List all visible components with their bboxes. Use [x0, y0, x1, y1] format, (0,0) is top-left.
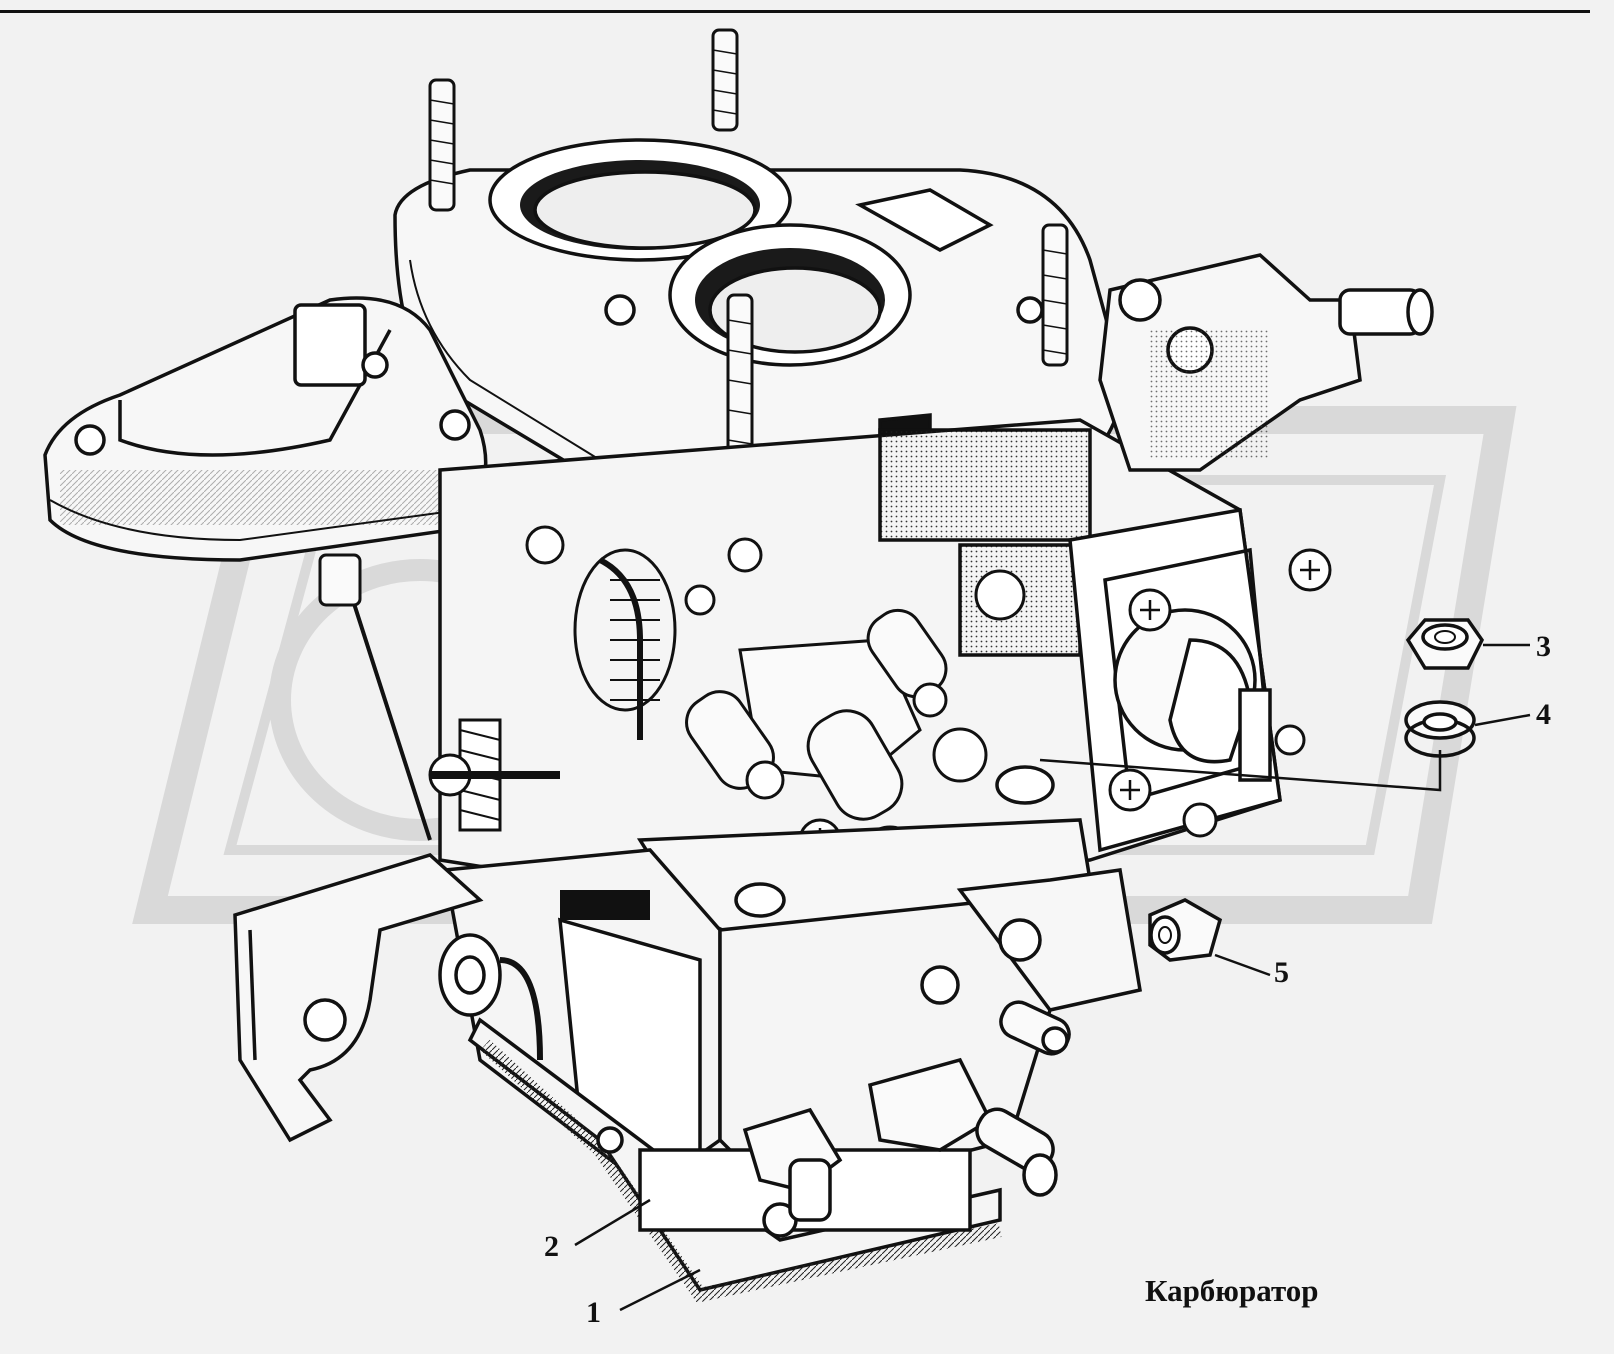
callout-3: 3	[1536, 630, 1551, 663]
throttle-lever	[233, 853, 484, 1143]
callout-1: 1	[586, 1296, 601, 1329]
leader-lines	[574, 643, 1531, 1312]
vacuum-fittings	[742, 868, 1142, 1222]
mounting-studs	[428, 28, 1069, 467]
top-rule	[0, 10, 1590, 13]
fuel-inlet	[1098, 253, 1434, 472]
callout-4: 4	[1536, 698, 1551, 731]
choke-housing	[43, 296, 488, 562]
intake-flange	[393, 138, 1124, 515]
callout-5: 5	[1274, 956, 1289, 989]
bushing-part-5	[1148, 898, 1223, 962]
callout-2: 2	[544, 1230, 559, 1263]
cover-screws	[1108, 548, 1332, 838]
figure-caption: Карбюратор	[1145, 1273, 1319, 1308]
base-flange	[467, 1017, 1002, 1303]
nut-part-3	[1405, 618, 1485, 670]
washer-part-4	[1404, 700, 1476, 758]
throttle-linkage	[318, 525, 1026, 841]
